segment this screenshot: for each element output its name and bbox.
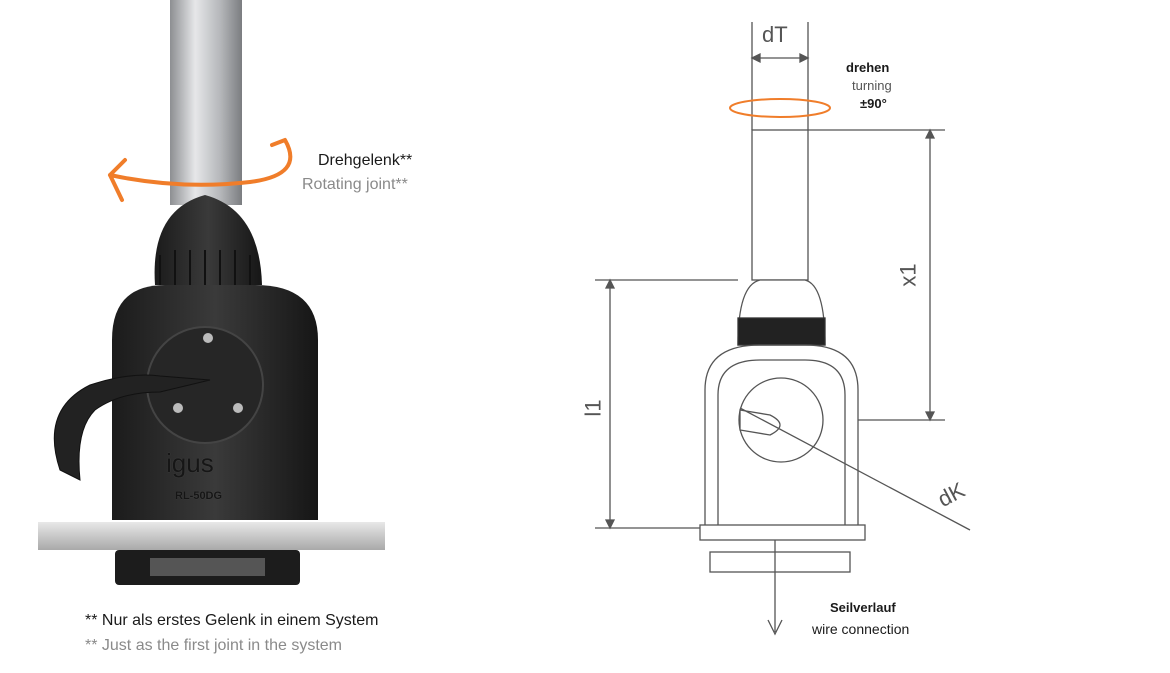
brand-logo: igus: [166, 448, 214, 478]
model-label: RL-50DG: [175, 490, 223, 502]
dim-x1: x1: [895, 263, 921, 287]
technical-drawing: [595, 22, 971, 636]
turning-label-de: drehen: [846, 60, 890, 75]
rotation-arrow-icon: [108, 138, 293, 202]
turning-angle: ±90°: [860, 96, 887, 111]
footnote-de: ** Nur als erstes Gelenk in einem System: [85, 612, 379, 629]
wire-label-en: wire connection: [812, 621, 910, 637]
turning-arrow-icon: [729, 98, 831, 118]
turning-label-en: turning: [852, 78, 892, 93]
footnote-en: ** Just as the first joint in the system: [85, 637, 342, 654]
rotating-joint-label-de: Drehgelenk**: [318, 152, 413, 169]
dim-l1: l1: [580, 399, 606, 417]
dim-dT: dT: [762, 22, 788, 47]
rotating-joint-label-en: Rotating joint**: [302, 176, 408, 193]
rotating-joint-photo: [38, 0, 385, 585]
wire-label-de: Seilverlauf: [830, 600, 896, 615]
